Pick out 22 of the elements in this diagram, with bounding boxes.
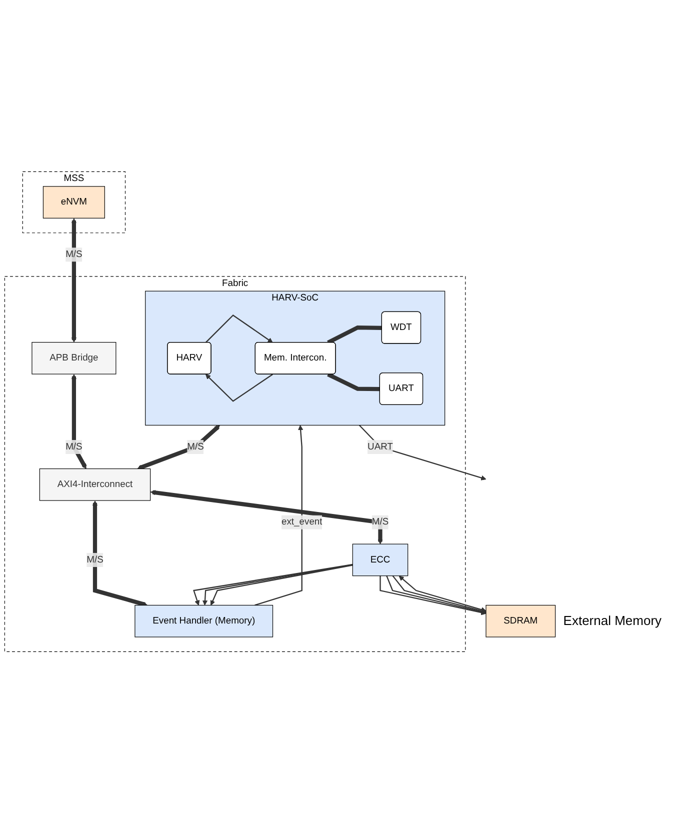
edge-label: M/S — [372, 516, 389, 527]
edge-label: M/S — [187, 442, 204, 452]
edge-label: M/S — [86, 554, 104, 564]
node-caption: External Memory — [563, 612, 662, 628]
node-box: SDRAM — [486, 604, 556, 638]
arrow — [254, 424, 304, 606]
edge-label: UART — [368, 442, 393, 452]
arrow — [71, 374, 87, 469]
edge-label: M/S — [66, 442, 82, 452]
edge-label: ext_event — [281, 516, 322, 527]
node-box: eNVM — [42, 186, 105, 218]
arrow — [205, 314, 273, 343]
edge-label: M/S — [66, 249, 82, 260]
arrow — [206, 374, 273, 402]
arrow — [92, 500, 148, 606]
arrow — [150, 490, 383, 544]
arrow — [71, 218, 77, 342]
node-box: ECC — [352, 544, 408, 576]
arrow — [137, 424, 220, 470]
node-box: AXI4-Interconnect — [39, 468, 151, 501]
node-box: APB Bridge — [32, 342, 116, 374]
node-box: Event Handler (Memory) — [134, 604, 274, 638]
